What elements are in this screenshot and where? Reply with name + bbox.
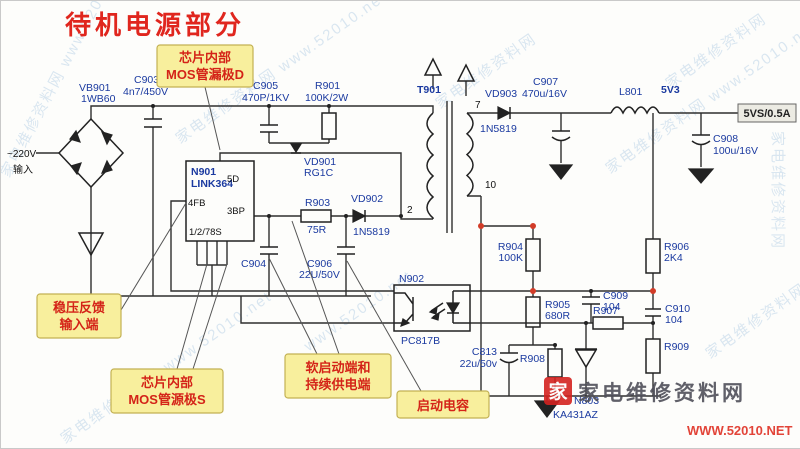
label-r906-val: 2K4 [664,252,683,264]
label-r905-ref: R905 [545,299,570,311]
wires [36,75,738,401]
label-c906-ref: C906 [307,258,332,270]
label-r901-val: 100K/2W [305,92,348,104]
inductor-symbol [610,106,660,115]
ground-symbol [687,168,715,184]
transformer-symbol [426,112,474,219]
label-vd902-val: 1N5819 [353,226,390,238]
optocoupler-n902 [393,284,471,332]
label-c907-ref: C907 [533,76,558,88]
label-pin7: 7 [475,100,481,111]
label-n803-ref: N803 [574,395,599,407]
resistor-symbols [300,112,661,378]
label-c907-val: 470u/16V [522,88,567,100]
label-r904-val: 100K [498,252,523,264]
label-c904-ref: C904 [241,258,266,270]
brand-url: WWW.52010.NET [687,423,793,438]
label-r908-ref: R908 [520,353,545,365]
label-r909-ref: R909 [664,341,689,353]
label-vd901-ref: VD901 [304,156,336,168]
label-c909-ref: C909 [603,290,628,302]
label-vb901-ref: VB901 [79,82,111,94]
label-vb901-val: 1WB60 [81,93,116,105]
label-n803-part: KA431AZ [553,409,599,421]
label-r903-val: 75R [307,224,327,236]
callout-startup-cap-line1: 启动电容 [417,398,469,413]
callout-softstart: 软启动端和 持续供电端 [284,353,392,399]
component-labels: VB901 1WB60 ~220V 输入 C903 4n7/450V C905 … [7,74,758,421]
label-5v3-node: 5V3 [661,84,680,96]
label-vd903-ref: VD903 [485,88,517,100]
chip-ref: N901 [191,166,216,178]
chip-pin-bypass: 3BP [227,206,245,217]
earth-symbol [77,232,105,257]
callout-feedback-line1: 稳压反馈 [53,300,105,315]
label-c903-val: 4n7/450V [123,86,168,98]
label-c908-ref: C908 [713,133,738,145]
ground-symbol [548,164,574,180]
label-pin10: 10 [485,180,497,191]
callout-startup-cap: 启动电容 [396,390,490,419]
label-ac-input-2: 输入 [13,163,33,176]
callout-source-line1: 芯片内部 [141,375,193,390]
label-c905-ref: C905 [253,80,278,92]
capacitor-symbols [144,118,711,364]
label-pin2: 2 [407,205,413,216]
label-c813-val: 22u/50v [460,358,498,370]
surge-arrow-icon [423,57,443,76]
label-c906-val: 22U/50V [299,269,340,281]
chip-pin-drain: 5D [227,174,239,185]
callout-source-line2: MOS管源极S [128,392,206,407]
callout-softstart-line2: 持续供电端 [305,377,370,392]
page-title: 待机电源部分 [65,10,246,40]
surge-arrow-icon [456,63,476,82]
callout-drain: 芯片内部 MOS管漏极D [156,44,254,88]
label-r907-ref: R907 [593,305,618,317]
label-c908-val: 100u/16V [713,145,758,157]
callout-drain-line1: 芯片内部 [179,50,231,65]
site-logo: 家 家电维修资料网 WWW.52010.NET [544,377,793,438]
label-c813-ref: C813 [472,346,497,358]
callouts: 芯片内部 MOS管漏极D 稳压反馈 输入端 芯片内部 MOS管源极S 软启动端和… [36,44,490,419]
diode-vd903-symbol [497,106,512,120]
logo-glyph: 家 [548,380,568,403]
label-vd902-ref: VD902 [351,193,383,205]
chip-part: LINK364 [191,178,233,190]
label-t901: T901 [417,84,441,96]
diode-vd902-symbol [352,209,367,223]
chip-n901: N901 LINK364 5D 4FB 3BP 1/2/78S [185,160,255,242]
label-vd901-val: RG1C [304,167,334,179]
output-rail-box: 5VS/0.5A [737,103,797,123]
label-c909-val: 104 [603,301,621,313]
callout-softstart-line1: 软启动端和 [305,360,370,375]
label-n902-part: PC817B [401,335,440,347]
callout-drain-line2: MOS管漏极D [166,67,244,82]
callout-source: 芯片内部 MOS管源极S [110,368,224,414]
label-r904-ref: R904 [498,241,523,253]
callout-feedback-line2: 输入端 [59,317,98,332]
callout-feedback: 稳压反馈 输入端 [36,293,122,339]
label-c910-ref: C910 [665,303,690,315]
label-n902-ref: N902 [399,273,424,285]
label-c910-val: 104 [665,314,683,326]
label-vd903-val: 1N5819 [480,123,517,135]
label-c903-ref: C903 [134,74,159,86]
shunt-regulator-symbol [574,348,598,369]
diode-vd901-symbol [289,143,303,154]
chip-pin-feedback: 4FB [188,198,205,209]
label-l801: L801 [619,86,643,98]
label-r905-val: 680R [545,310,571,322]
chip-pin-source: 1/2/78S [189,227,222,238]
output-rail-label: 5VS/0.5A [743,108,790,120]
label-c905-val: 470P/1KV [242,92,289,104]
brand-name: 家电维修资料网 [578,381,746,405]
label-r903-ref: R903 [305,197,330,209]
label-ac-input-1: ~220V [7,149,37,160]
bridge-rectifier-symbol [57,117,125,189]
logo-icon [544,377,572,405]
label-r901-ref: R901 [315,80,340,92]
label-r906-ref: R906 [664,241,689,253]
